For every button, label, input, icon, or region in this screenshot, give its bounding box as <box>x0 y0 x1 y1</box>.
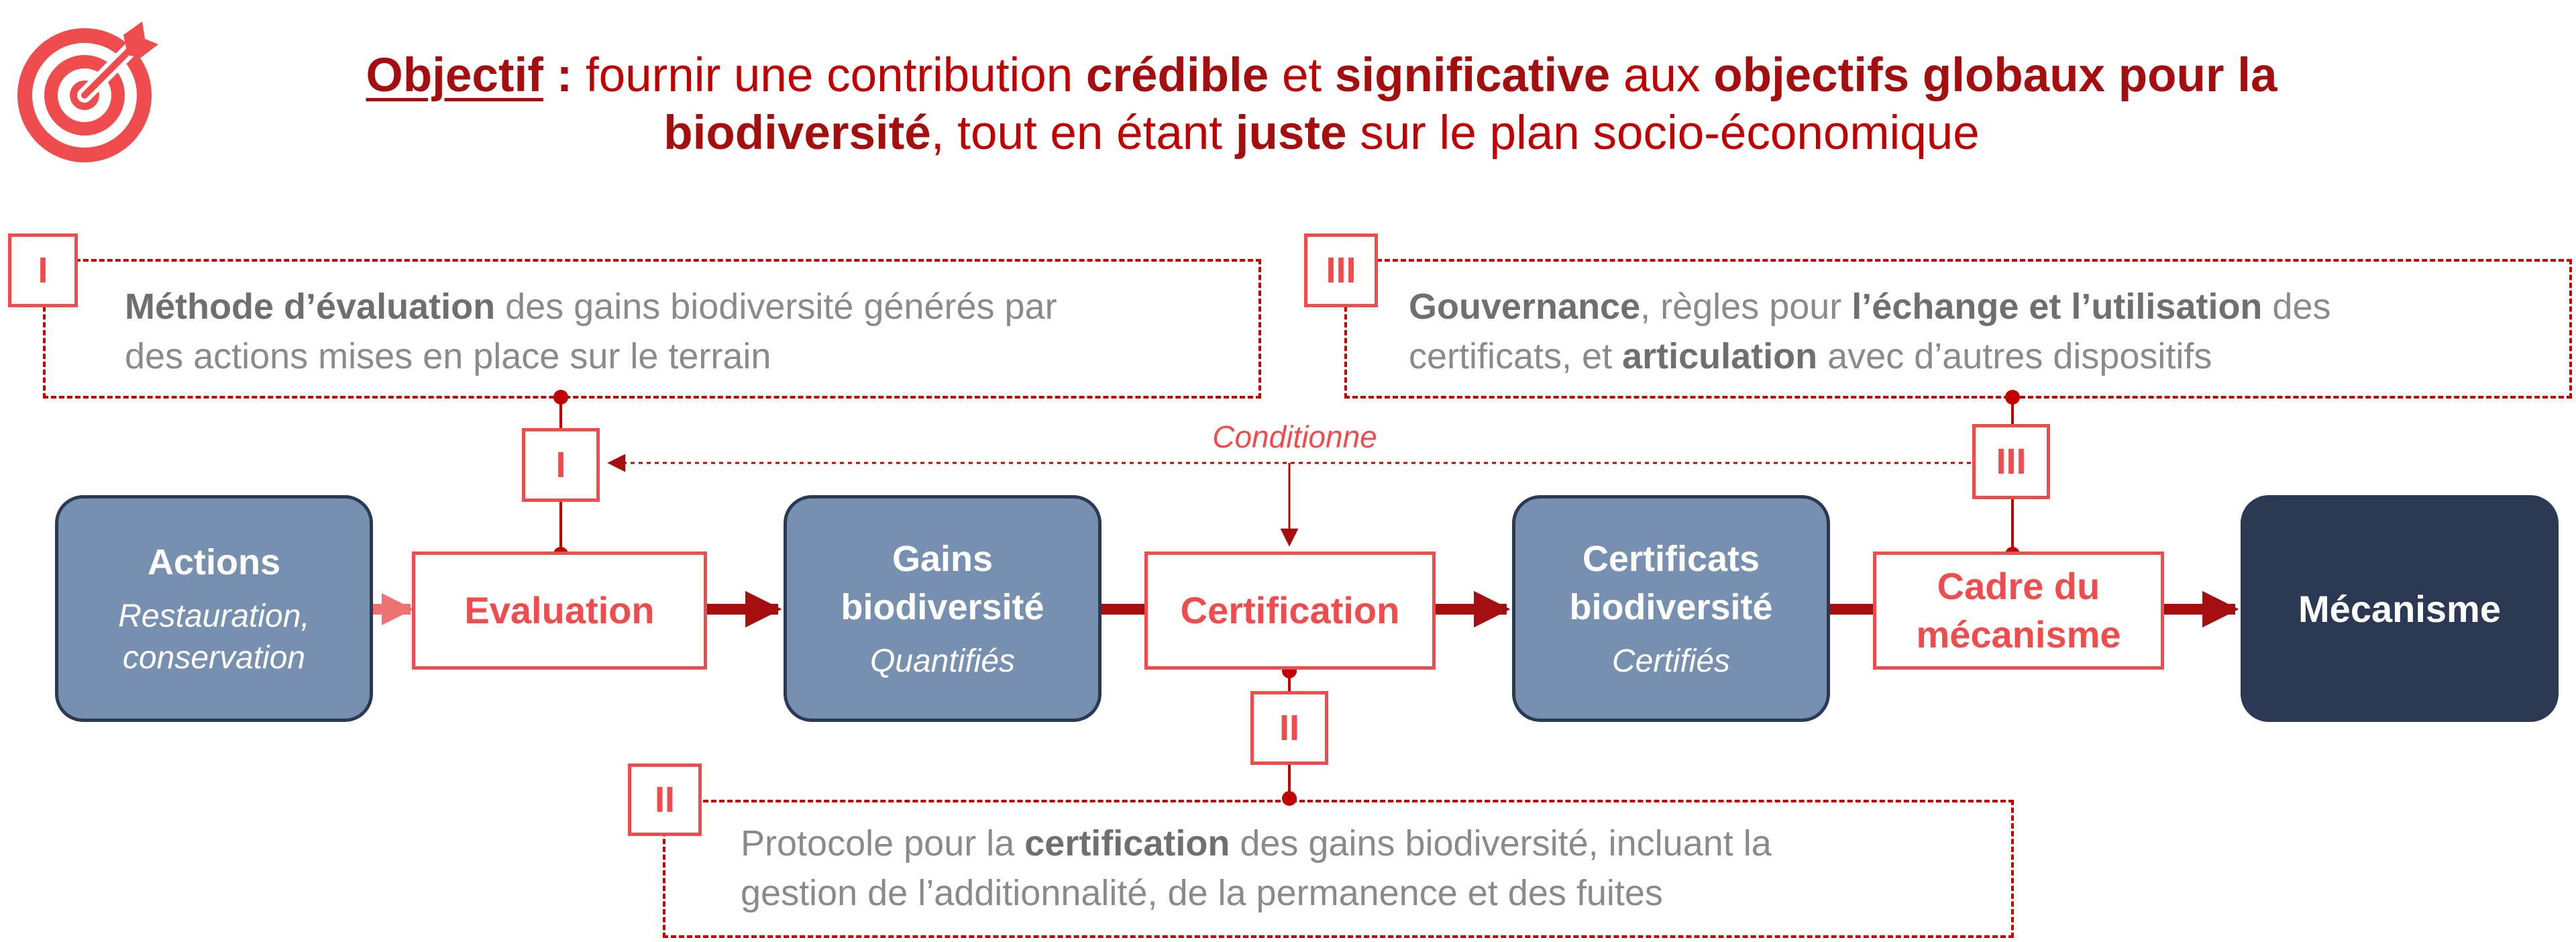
tag-ii-corner: II <box>628 764 702 836</box>
tag-i-corner: I <box>8 233 78 307</box>
node-mecanisme: Mécanisme <box>2241 495 2559 722</box>
description-governance: Gouvernance, règles pour l’échange et l’… <box>1409 286 2331 376</box>
description-box-evaluation-method <box>43 259 1261 399</box>
node-actions: Actions Restauration,conservation <box>55 495 373 722</box>
description-box-certification-protocol <box>663 800 2014 938</box>
tag-ii-connector: II <box>1250 691 1328 765</box>
node-certification: Certification <box>1144 552 1436 670</box>
page-title: Objectif : fournir une contribution créd… <box>366 49 2277 160</box>
description-evaluation-method: Méthode d’évaluation des gains biodivers… <box>125 286 1057 376</box>
description-certification-protocol: Protocole pour la certification des gain… <box>741 823 1772 913</box>
tag-iii-connector: III <box>1972 424 2050 499</box>
conditionne-label: Conditionne <box>1212 419 1377 454</box>
description-box-governance <box>1344 259 2572 399</box>
node-evaluation: Evaluation <box>412 552 707 670</box>
target-icon <box>17 21 158 162</box>
tag-iii-corner: III <box>1304 233 1378 307</box>
tag-i-connector: I <box>522 428 600 502</box>
